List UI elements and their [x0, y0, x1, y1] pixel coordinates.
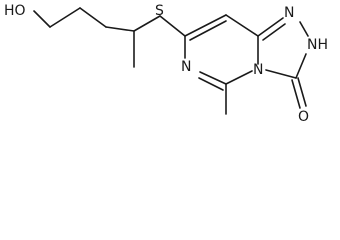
bond-o-c1 [33, 10, 51, 28]
bond-s-c7 [159, 15, 186, 37]
atom-triazole-n1: N [284, 5, 294, 21]
side-chain-bonds [33, 7, 186, 68]
bond-c3-o-double [297, 77, 307, 107]
bond-c7-c8-double [189, 20, 227, 41]
atom-triazole-nh: NH [307, 37, 328, 53]
triazolone-ring-bonds [257, 17, 309, 109]
bond-n4-c5 [225, 70, 253, 85]
bond-c8-c8a [225, 14, 259, 37]
atom-carbonyl-oxygen: O [298, 109, 309, 125]
bond-c7-c8 [184, 14, 227, 37]
atom-bridge-n: N [253, 62, 263, 78]
atom-sulfur: S [155, 3, 164, 19]
bond-c1-c2 [49, 7, 81, 28]
bond-c5-n6-double [198, 77, 224, 91]
atom-pyrimidine-n: N [181, 59, 191, 75]
bond-c8a-n1 [257, 17, 284, 37]
bond-c3-o [291, 79, 301, 109]
bond-n1-n2 [299, 21, 309, 37]
bond-c2-c3 [79, 7, 107, 28]
bond-c8a-n1-double [262, 23, 286, 41]
bond-c3-n4 [265, 69, 297, 79]
atom-hydroxyl: HO [4, 3, 26, 19]
pyrimidine-ring-bonds [184, 14, 259, 115]
bond-c3-c4 [105, 26, 135, 32]
atom-labels: HO S N NH N N O [4, 3, 328, 125]
bond-n2-c3 [295, 53, 307, 79]
chemical-structure: HO S N NH N N O [4, 3, 328, 125]
bond-c4-s [133, 15, 161, 32]
bond-c5-n6 [199, 71, 227, 85]
